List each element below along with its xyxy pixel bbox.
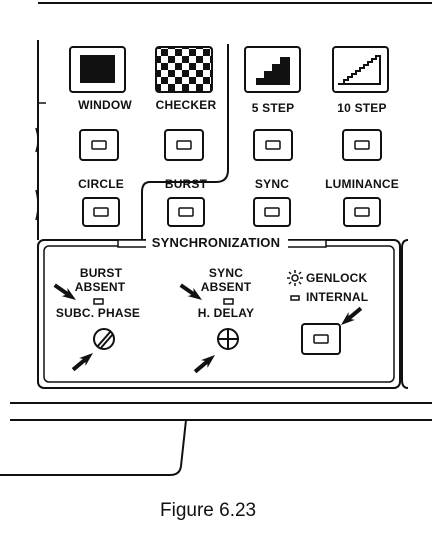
h-delay-arrow-icon: [189, 349, 221, 378]
subc-phase-trimmer[interactable]: [93, 328, 115, 350]
five-step-tile[interactable]: [244, 46, 301, 93]
ten-step-pattern-icon: [338, 55, 381, 85]
sync-absent-line2: ABSENT: [200, 280, 252, 294]
figure-caption: Figure 6.23: [160, 500, 257, 521]
burst-absent-line2: ABSENT: [74, 280, 126, 294]
luminance-button[interactable]: [343, 197, 381, 227]
ten-step-button[interactable]: [342, 129, 382, 161]
five-step-pattern-icon: [250, 57, 290, 85]
genlock-led-icon: [287, 270, 303, 286]
sync-absent-line1: SYNC: [208, 266, 244, 280]
window-label: WINDOW: [78, 98, 132, 112]
subc-phase-label: SUBC. PHASE: [55, 306, 141, 320]
circle-button[interactable]: [82, 197, 120, 227]
genlock-internal-button[interactable]: [301, 323, 341, 355]
internal-label: INTERNAL: [306, 290, 369, 304]
sync-label: SYNC: [254, 177, 290, 191]
sync-button[interactable]: [253, 197, 291, 227]
window-pattern-icon: [80, 55, 115, 83]
window-tile[interactable]: [69, 46, 126, 93]
subc-phase-arrow-icon: [67, 347, 99, 376]
synchronization-title: SYNCHRONIZATION: [151, 235, 281, 250]
ten-step-tile[interactable]: [332, 46, 389, 93]
checker-pattern-icon: [155, 46, 213, 93]
genlock-button-arrow-icon: [335, 302, 367, 331]
circle-label: CIRCLE: [78, 177, 124, 191]
five-step-button[interactable]: [253, 129, 293, 161]
window-button[interactable]: [79, 129, 119, 161]
checker-tile[interactable]: [155, 46, 213, 93]
genlock-label: GENLOCK: [306, 271, 368, 285]
checker-button[interactable]: [164, 129, 204, 161]
burst-label: BURST: [164, 177, 208, 191]
h-delay-trimmer[interactable]: [217, 328, 239, 350]
checker-label: CHECKER: [155, 98, 217, 112]
burst-button[interactable]: [167, 197, 205, 227]
ten-step-label: 10 STEP: [337, 101, 387, 115]
sync-absent-led: [223, 298, 234, 305]
internal-led: [290, 295, 300, 301]
synchronization-panel: [37, 236, 401, 389]
luminance-label: LUMINANCE: [325, 177, 399, 191]
burst-absent-line1: BURST: [79, 266, 123, 280]
h-delay-label: H. DELAY: [197, 306, 255, 320]
burst-absent-led: [93, 298, 104, 305]
five-step-label: 5 STEP: [251, 101, 295, 115]
